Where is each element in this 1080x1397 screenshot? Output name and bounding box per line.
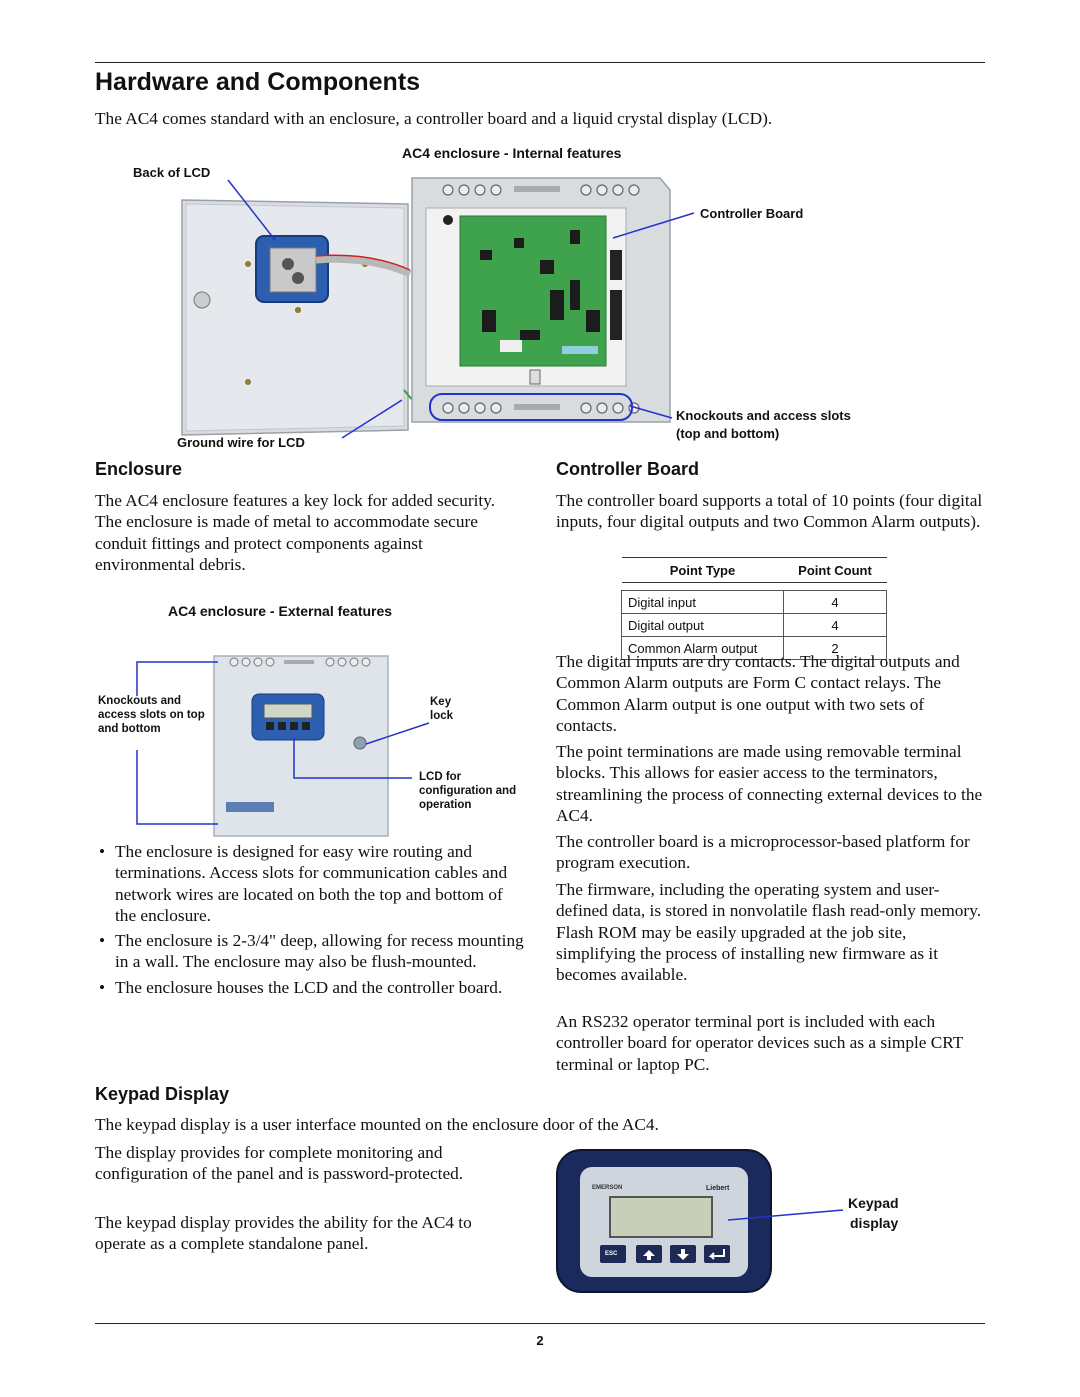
- controller-para-3: The point terminations are made using re…: [556, 742, 983, 825]
- page-title: Hardware and Components: [95, 68, 421, 96]
- keypad-heading: Keypad Display: [95, 1084, 230, 1104]
- knockouts-label-2: (top and bottom): [676, 426, 780, 441]
- back-of-lcd-label: Back of LCD: [133, 165, 211, 180]
- controller-para-1: The controller board supports a total of…: [556, 491, 983, 532]
- intro-paragraph: The AC4 comes standard with an enclosure…: [95, 109, 773, 128]
- controller-heading: Controller Board: [556, 459, 700, 479]
- page-number: 2: [536, 1333, 544, 1348]
- esc-key-label: ESC: [605, 1251, 618, 1257]
- point-table-header: Point Type Point Count: [621, 557, 887, 583]
- keypad-label-2: display: [850, 1215, 899, 1231]
- controller-para-6: An RS232 operator terminal port is inclu…: [556, 1012, 964, 1074]
- enclosure-paragraph: The AC4 enclosure features a key lock fo…: [95, 491, 496, 574]
- table-row: Digital input 4: [621, 590, 887, 614]
- table-row: Digital output 4: [621, 613, 887, 637]
- table-row: [622, 583, 887, 591]
- point-count-header: Point Count: [783, 557, 887, 583]
- keypad-callout-line: [727, 1209, 844, 1221]
- point-type-header: Point Type: [621, 557, 784, 583]
- emerson-logo: EMERSON: [592, 1185, 623, 1191]
- keypad-para-2: The display provides for complete monito…: [95, 1143, 464, 1184]
- key-lock-label: Key lock: [430, 696, 454, 722]
- lcd-config-label: LCD for configuration and operation: [419, 771, 517, 811]
- enclosure-heading: Enclosure: [95, 459, 183, 479]
- knockouts-external-label: Knockouts and access slots on top and bo…: [98, 695, 205, 735]
- table-cell: 4: [783, 590, 887, 614]
- controller-para-5: The firmware, including the operating sy…: [556, 880, 982, 985]
- callout-lines-internal: [227, 179, 695, 439]
- external-enclosure-figure: [213, 655, 389, 837]
- controller-para-4: The controller board is a microprocessor…: [556, 832, 970, 873]
- keypad-para-1: The keypad display is a user interface m…: [95, 1115, 659, 1134]
- internal-figure-caption: AC4 enclosure - Internal features: [402, 145, 622, 161]
- bottom-rule: [95, 1323, 985, 1324]
- ground-wire-label: Ground wire for LCD: [177, 435, 305, 450]
- callout-lines-external: [136, 661, 430, 825]
- keypad-display-figure: EMERSON Liebert ESC: [556, 1149, 772, 1293]
- point-table: Point Type Point Count Digital input 4 D…: [621, 557, 887, 660]
- table-cell: Common Alarm output: [621, 636, 784, 660]
- table-cell: 4: [783, 613, 887, 637]
- enclosure-bullets: The enclosure is designed for easy wire …: [95, 841, 525, 1002]
- knockouts-label-1: Knockouts and access slots: [676, 408, 851, 423]
- table-row: Common Alarm output 2: [621, 636, 887, 660]
- table-cell: 2: [783, 636, 887, 660]
- controller-para-2: The digital inputs are dry contacts. The…: [556, 652, 960, 735]
- top-rule: [95, 62, 985, 63]
- external-figure-caption: AC4 enclosure - External features: [168, 603, 393, 619]
- keypad-label-1: Keypad: [848, 1195, 899, 1211]
- keypad-para-3: The keypad display provides the ability …: [95, 1213, 472, 1254]
- liebert-logo: Liebert: [706, 1185, 730, 1192]
- enclosure-bullet-2: The enclosure is 2-3/4" deep, allowing f…: [95, 930, 525, 973]
- internal-enclosure-figure: [181, 177, 671, 436]
- table-cell: Digital output: [621, 613, 784, 637]
- enclosure-bullet-3: The enclosure houses the LCD and the con…: [95, 977, 525, 999]
- keypad-display-device: [556, 1149, 772, 1293]
- controller-board-label: Controller Board: [700, 206, 804, 221]
- table-cell: Digital input: [621, 590, 784, 614]
- enclosure-bullet-1: The enclosure is designed for easy wire …: [95, 841, 525, 926]
